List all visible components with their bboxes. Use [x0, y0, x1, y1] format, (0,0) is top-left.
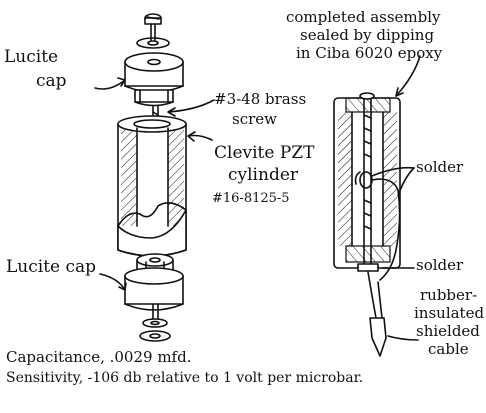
lucite-cap-top	[124, 52, 184, 107]
arrow-solder-upper-a	[371, 166, 415, 177]
bottom-washer-nut	[139, 318, 171, 342]
pzt-cylinder	[117, 115, 187, 257]
lucite-cap-bottom	[124, 253, 184, 311]
label-solder-lower: solder	[416, 256, 464, 274]
label-lucite-cap-top-line2: cap	[36, 71, 67, 91]
label-sensitivity: Sensitivity, -106 db relative to 1 volt …	[6, 370, 363, 386]
arrow-cable	[387, 335, 419, 341]
label-pzt-line3: #16-8125-5	[212, 191, 290, 206]
label-pzt-line1: Clevite PZT	[214, 143, 315, 163]
label-solder-upper: solder	[416, 158, 464, 176]
label-lucite-cap-bottom: Lucite cap	[6, 257, 96, 277]
label-brass-screw-line2: screw	[232, 110, 277, 128]
label-cable-line2: insulated	[414, 304, 484, 322]
arrow-pzt-cylinder	[187, 131, 213, 142]
label-completed-line2: sealed by dipping	[300, 26, 434, 44]
arrow-completed-assembly	[395, 55, 421, 97]
label-completed-line1: completed assembly	[286, 8, 441, 26]
labels: Lucite cap #3-48 brass screw Clevite PZT…	[4, 8, 484, 386]
label-pzt-line2: cylinder	[228, 165, 299, 185]
arrow-brass-screw	[167, 99, 215, 117]
arrow-solder-upper-b	[397, 167, 415, 197]
completed-assembly	[333, 92, 401, 357]
label-capacitance: Capacitance, .0029 mfd.	[6, 348, 191, 366]
label-cable-line4: cable	[428, 340, 469, 358]
label-cable-line1: rubber-	[420, 286, 477, 304]
screw-head-top	[136, 13, 170, 49]
arrow-lucite-cap-top	[94, 77, 126, 90]
label-brass-screw-line1: #3-48 brass	[214, 90, 306, 108]
label-completed-line3: in Ciba 6020 epoxy	[296, 44, 443, 62]
exploded-view	[117, 13, 187, 342]
arrow-lucite-cap-bottom	[99, 273, 127, 291]
label-cable-line3: shielded	[416, 322, 480, 340]
label-lucite-cap-top-line1: Lucite	[4, 47, 58, 67]
leader-arrows	[94, 55, 421, 341]
